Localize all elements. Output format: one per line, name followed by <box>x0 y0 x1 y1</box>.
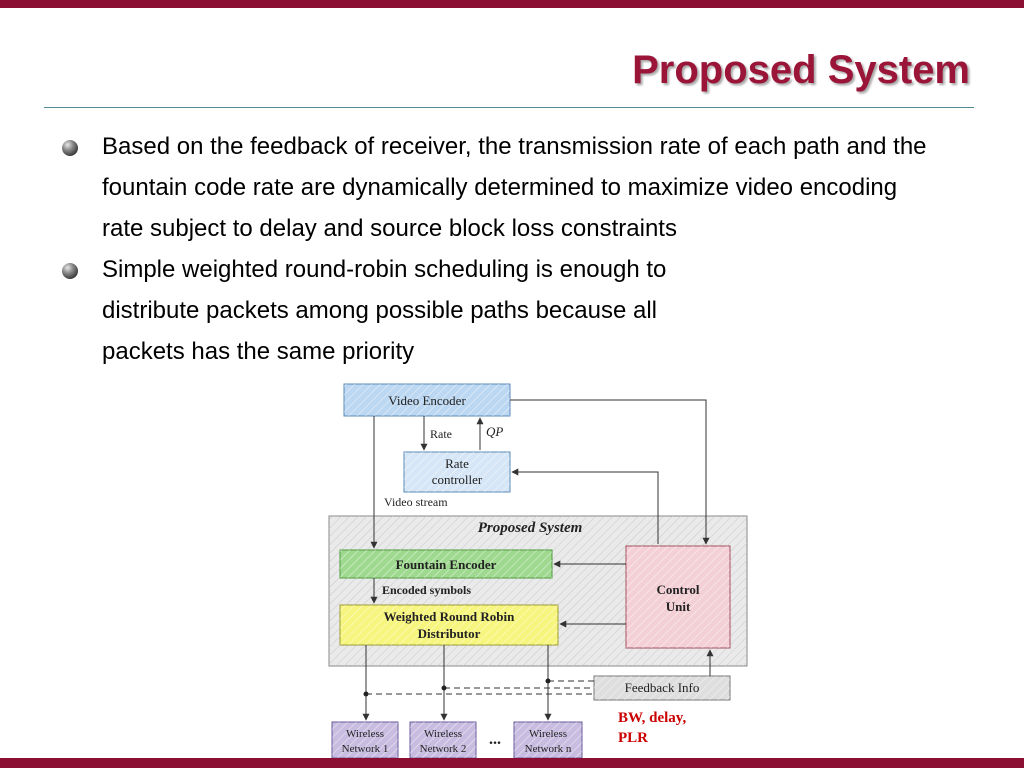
wrr-label-line1: Weighted Round Robin <box>384 609 516 624</box>
wireless-network-box: Wireless Network n <box>513 721 583 759</box>
video-encoder-label: Video Encoder <box>388 393 466 408</box>
video-stream-label: Video stream <box>384 495 448 509</box>
connector-lines <box>362 399 714 721</box>
network-label-line2: Network n <box>525 743 572 755</box>
slide-title: Proposed System <box>632 48 970 92</box>
rate-controller-box: Rate controller <box>403 451 511 493</box>
network-label-line2: Network 2 <box>420 743 467 755</box>
bullet-dot-icon <box>62 263 78 279</box>
wireless-network-box: Wireless Network 1 <box>331 721 399 759</box>
fountain-encoder-label: Fountain Encoder <box>396 557 497 572</box>
network-label-line1: Wireless <box>346 728 384 740</box>
title-divider <box>44 107 974 108</box>
system-diagram: Proposed System Video Encoder Rate contr… <box>328 383 748 759</box>
control-unit-box: Control Unit <box>625 545 731 649</box>
top-accent-bar <box>0 0 1024 8</box>
network-label-line1: Wireless <box>424 728 462 740</box>
wrr-distributor-box: Weighted Round Robin Distributor <box>339 604 559 646</box>
control-unit-label-line1: Control <box>656 582 699 597</box>
feedback-junction-dots <box>363 678 551 697</box>
bullet-text: Based on the feedback of receiver, the t… <box>102 133 927 242</box>
feedback-dashed-lines <box>366 680 594 695</box>
video-encoder-box: Video Encoder <box>343 383 511 417</box>
bullet-item: Simple weighted round-robin scheduling i… <box>62 249 942 372</box>
network-label-line1: Wireless <box>529 728 567 740</box>
bottom-accent-bar <box>0 758 1024 768</box>
wireless-network-box: Wireless Network 2 <box>409 721 477 759</box>
feedback-info-label: Feedback Info <box>625 680 700 695</box>
control-unit-label-line2: Unit <box>666 599 691 614</box>
bullet-dot-icon <box>62 140 78 156</box>
encoded-symbols-label: Encoded symbols <box>382 583 471 597</box>
qp-label: QP <box>486 424 503 439</box>
fountain-encoder-box: Fountain Encoder <box>339 549 553 579</box>
network-label-line2: Network 1 <box>342 743 389 755</box>
rate-controller-label-line2: controller <box>432 472 483 487</box>
feedback-info-box: Feedback Info <box>593 675 731 701</box>
rate-controller-label-line1: Rate <box>445 456 469 471</box>
wrr-label-line2: Distributor <box>418 626 481 641</box>
container-title: Proposed System <box>478 520 583 536</box>
bullet-item: Based on the feedback of receiver, the t… <box>62 126 942 249</box>
network-ellipsis: ... <box>489 731 501 748</box>
bw-note-line1: BW, delay, <box>618 710 686 726</box>
rate-label: Rate <box>430 427 452 441</box>
bullet-text: Simple weighted round-robin scheduling i… <box>102 256 667 365</box>
bw-note-line2: PLR <box>618 730 648 746</box>
bullet-list: Based on the feedback of receiver, the t… <box>62 126 942 372</box>
